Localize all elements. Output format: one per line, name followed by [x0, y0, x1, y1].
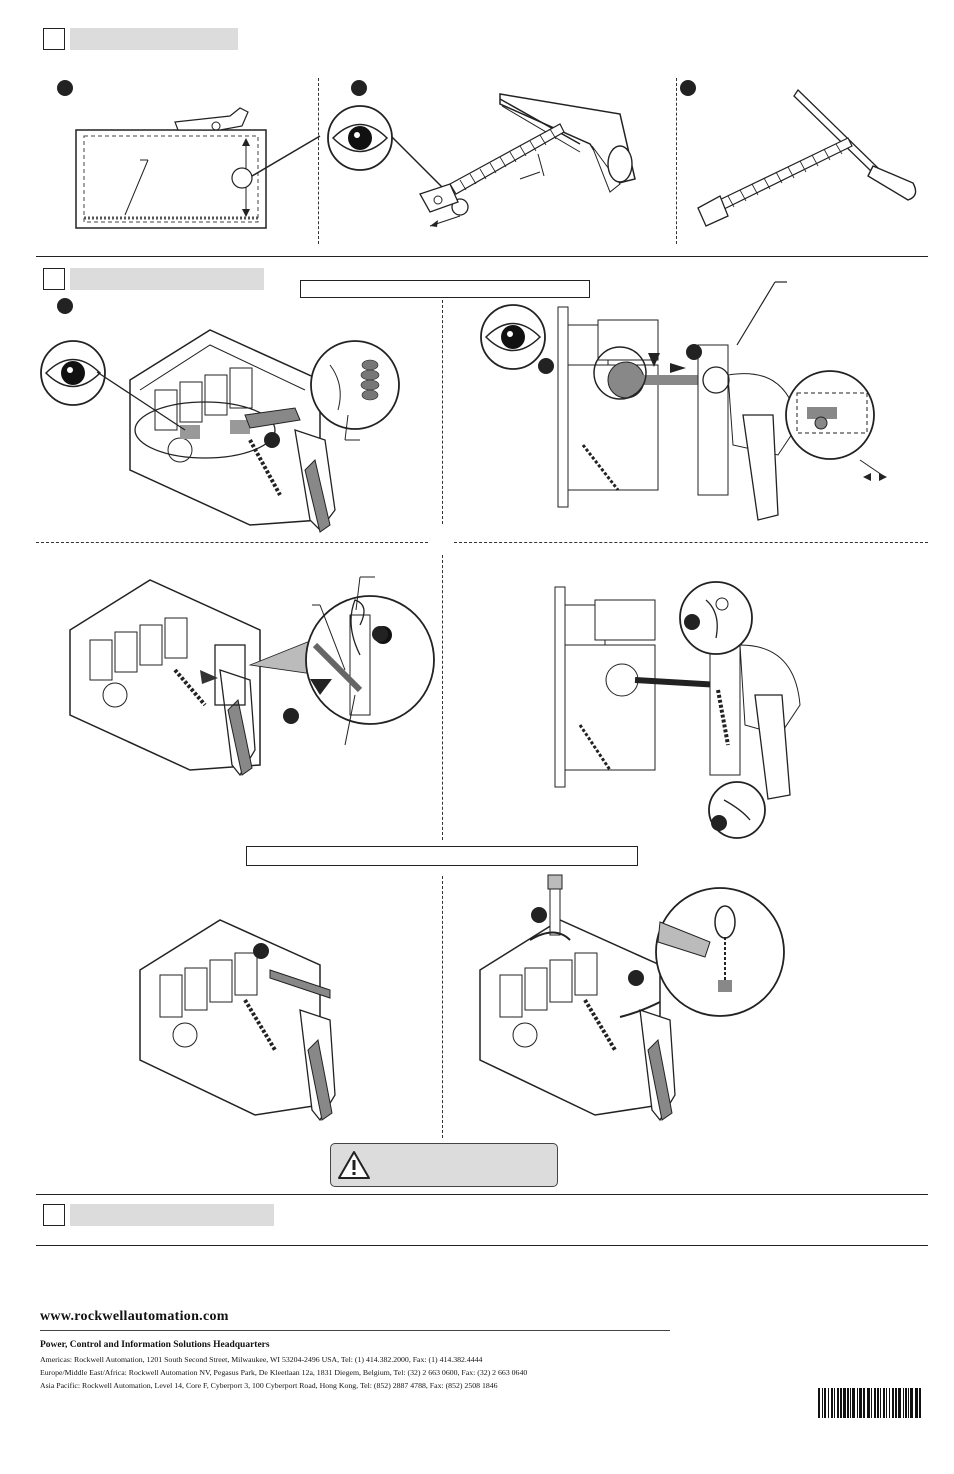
step-marker: [628, 970, 644, 986]
step-marker: [283, 708, 299, 724]
mechanism-figure: [139, 919, 336, 1122]
step-marker: [264, 432, 280, 448]
section-divider: [36, 1245, 928, 1246]
enclosure-measure-figure: [75, 107, 321, 229]
callout-line: [736, 281, 787, 346]
step-marker: [538, 358, 554, 374]
divider: [454, 542, 928, 543]
hacksaw-figure: [419, 93, 636, 227]
zoom-callout: [679, 581, 753, 655]
footer-emea: Europe/Middle East/Africa: Rockwell Auto…: [40, 1368, 528, 1377]
footer-americas: Americas: Rockwell Automation, 1201 Sout…: [40, 1355, 483, 1364]
step-marker: [531, 907, 547, 923]
step-marker: [57, 80, 73, 96]
note-box: [300, 280, 590, 298]
zoom-callout: [619, 887, 785, 1018]
eye-icon: [480, 304, 546, 370]
section-2-title-bar: [70, 268, 264, 290]
eye-icon: [40, 340, 106, 406]
step-marker: [372, 626, 388, 642]
step-marker: [351, 80, 367, 96]
footer-apac: Asia Pacific: Rockwell Automation, Level…: [40, 1381, 498, 1390]
step-marker: [684, 614, 700, 630]
warning-triangle-icon: [338, 1151, 370, 1179]
warning-box: [330, 1143, 558, 1187]
divider: [442, 876, 443, 1138]
divider: [442, 300, 443, 524]
callout-line: [96, 371, 186, 431]
footer-divider: [40, 1330, 670, 1331]
step-marker: [253, 943, 269, 959]
divider: [318, 78, 319, 244]
side-view-figure: [554, 586, 801, 800]
zoom-callout: [708, 781, 766, 839]
divider: [676, 78, 677, 244]
footer-url[interactable]: www.rockwellautomation.com: [40, 1309, 229, 1324]
section-3-box: [43, 1204, 65, 1226]
mechanism-figure: [129, 329, 336, 533]
section-2-box: [43, 268, 65, 290]
step-marker: [57, 298, 73, 314]
mechanism-figure: [69, 579, 261, 777]
step-marker: [711, 815, 727, 831]
section-divider: [36, 1194, 928, 1195]
side-view-figure: [557, 306, 799, 521]
zoom-callout: [248, 576, 435, 746]
section-1-box: [43, 28, 65, 50]
footer-hq-title: Power, Control and Information Solutions…: [40, 1340, 270, 1350]
step-marker: [680, 80, 696, 96]
section-3-title-bar: [70, 1204, 274, 1226]
mechanism-figure: [479, 874, 676, 1122]
section-divider: [36, 256, 928, 257]
section-1-title-bar: [70, 28, 238, 50]
step-marker: [686, 344, 702, 360]
note-box: [246, 846, 638, 866]
divider: [36, 542, 428, 543]
zoom-callout: [310, 340, 400, 441]
divider: [442, 555, 443, 840]
eye-icon: [327, 105, 393, 171]
zoom-callout: [785, 370, 887, 481]
barcode-icon: [818, 1388, 921, 1418]
file-figure: [697, 88, 917, 227]
